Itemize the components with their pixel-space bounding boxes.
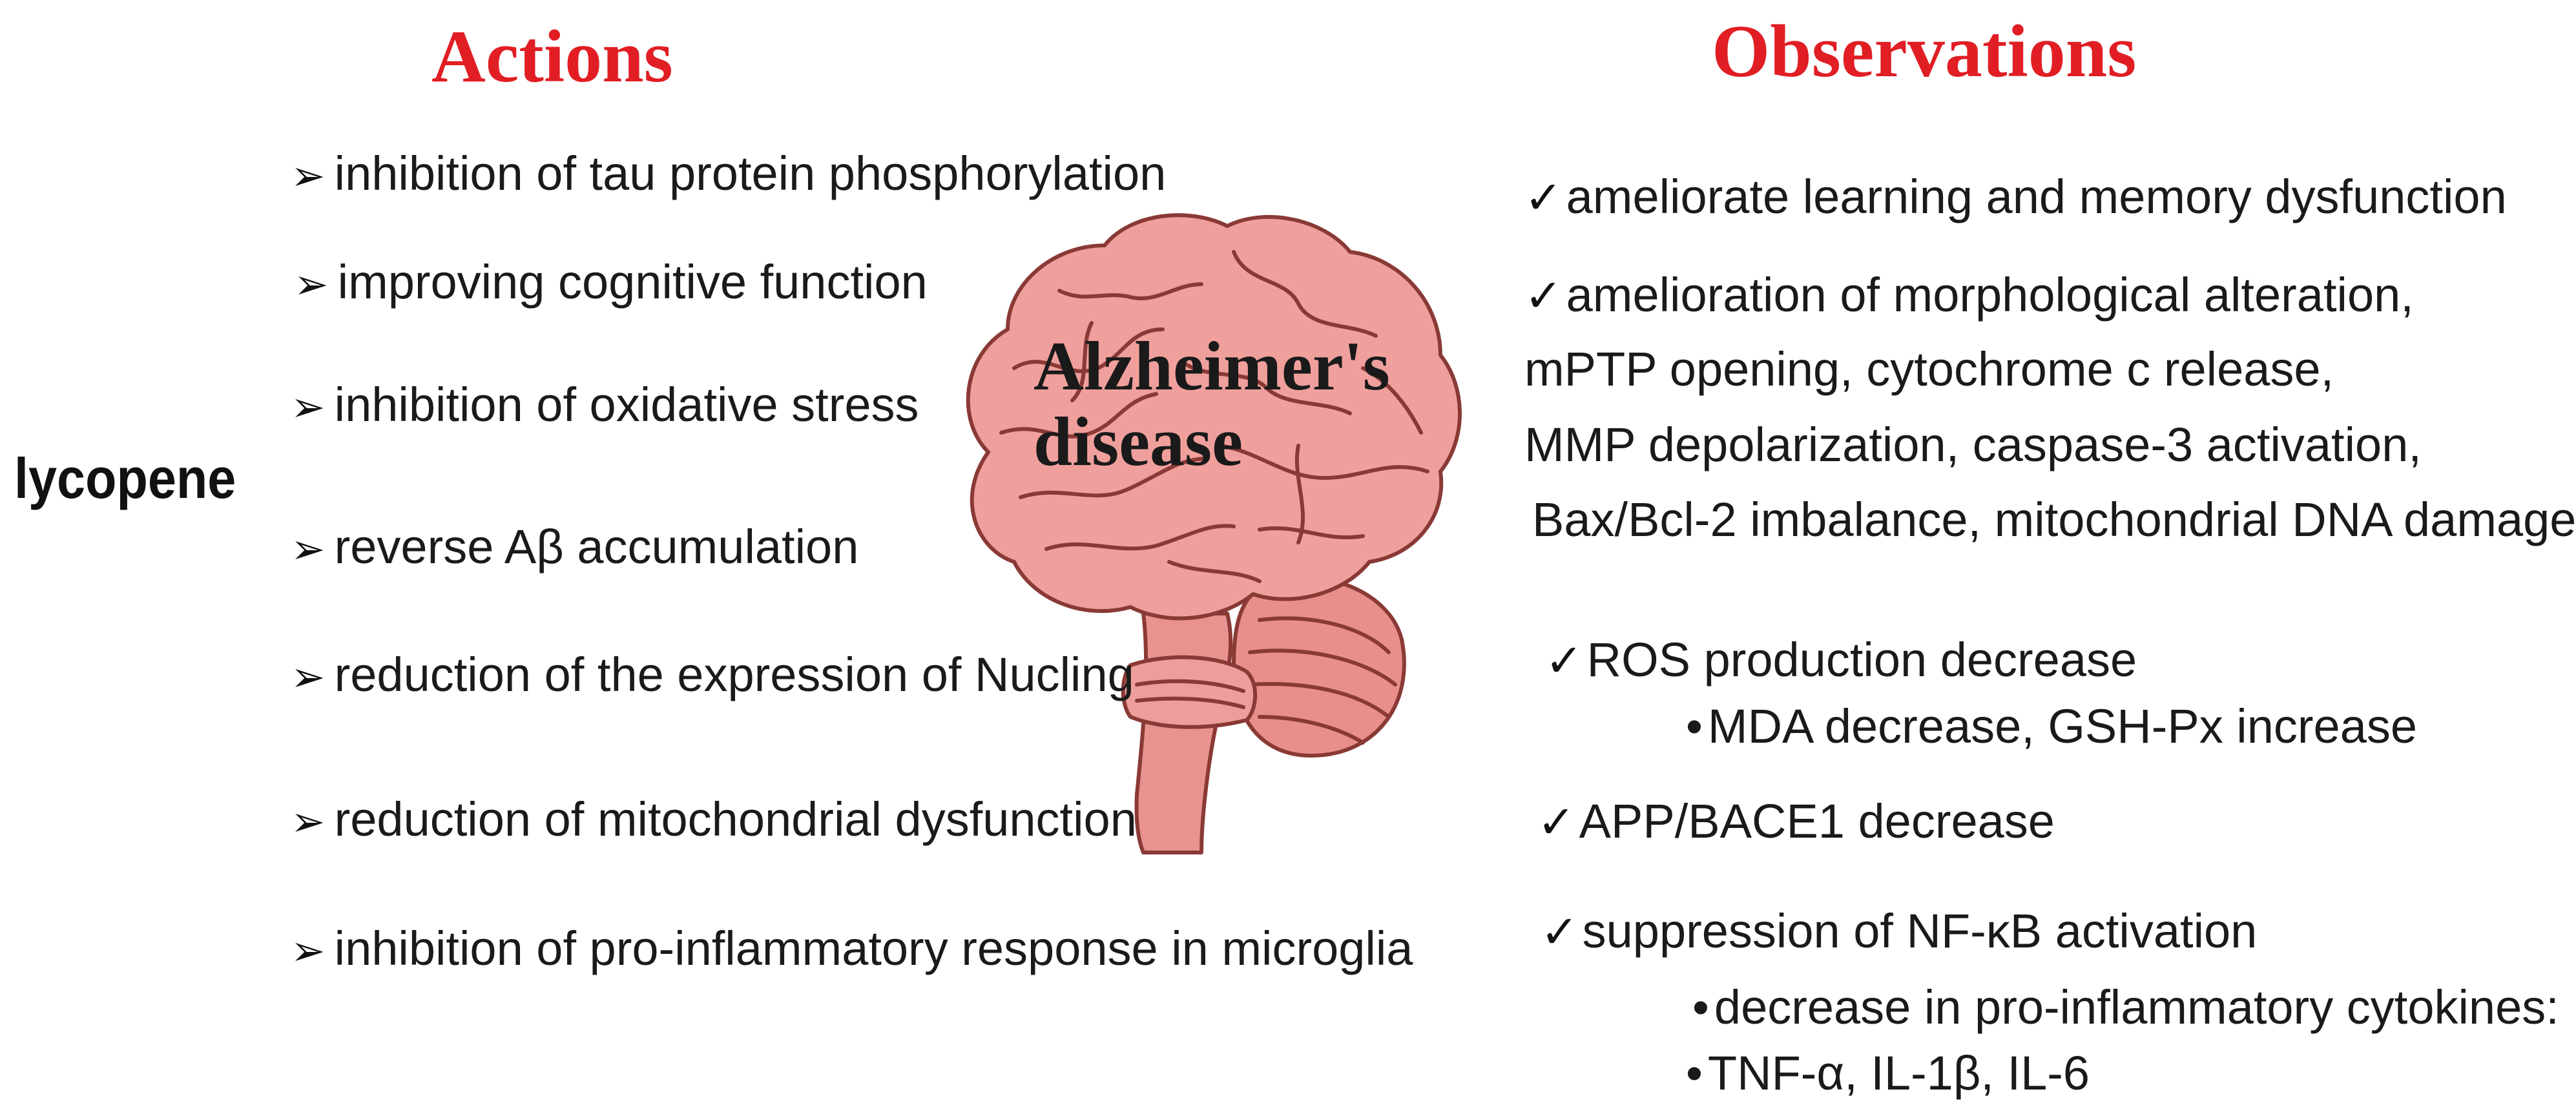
action-text: improving cognitive function <box>337 255 928 309</box>
observation-text: MMP depolarization, caspase-3 activation… <box>1524 418 2422 471</box>
observation-item: ✓ROS production decrease <box>1545 636 2137 684</box>
arrow-bullet-icon: ➢ <box>291 384 326 430</box>
observation-text: Bax/Bcl-2 imbalance, mitochondrial DNA d… <box>1532 493 2576 546</box>
check-icon: ✓ <box>1537 797 1575 847</box>
arrow-bullet-icon: ➢ <box>291 526 326 572</box>
disease-label: Alzheimer's disease <box>1034 328 1390 480</box>
arrow-bullet-icon: ➢ <box>291 654 326 700</box>
arrow-bullet-icon: ➢ <box>291 927 326 974</box>
action-text: inhibition of tau protein phosphorylatio… <box>334 147 1167 200</box>
action-item: ➢ improving cognitive function <box>294 258 928 306</box>
check-icon: ✓ <box>1545 636 1583 686</box>
action-item: ➢ inhibition of pro-inflammatory respons… <box>291 925 1413 973</box>
observation-subitem: •TNF-α, IL-1β, IL-6 <box>1686 1049 2090 1097</box>
observations-heading: Observations <box>1712 10 2137 93</box>
observation-text: amelioration of morphological alteration… <box>1566 268 2414 322</box>
observation-text: ameliorate learning and memory dysfuncti… <box>1566 170 2507 223</box>
observation-subitem: •MDA decrease, GSH-Px increase <box>1686 703 2417 750</box>
observation-item: ✓suppression of NF-κB activation <box>1541 907 2257 955</box>
action-item: ➢ inhibition of oxidative stress <box>291 381 919 429</box>
arrow-bullet-icon: ➢ <box>294 261 329 307</box>
action-text: reduction of the expression of Nucling <box>334 648 1134 701</box>
observation-line: MMP depolarization, caspase-3 activation… <box>1524 421 2422 469</box>
observation-subitem: •decrease in pro-inflammatory cytokines: <box>1692 984 2559 1031</box>
observation-item: ✓ameliorate learning and memory dysfunct… <box>1524 173 2507 221</box>
observation-text: decrease in pro-inflammatory cytokines: <box>1714 980 2559 1034</box>
observation-text: APP/BACE1 decrease <box>1579 794 2055 848</box>
arrow-bullet-icon: ➢ <box>291 152 326 199</box>
action-item: ➢ reduction of the expression of Nucling <box>291 651 1134 699</box>
brain-icon <box>966 213 1462 854</box>
observation-line: Bax/Bcl-2 imbalance, mitochondrial DNA d… <box>1532 496 2576 544</box>
observation-line: mPTP opening, cytochrome c release, <box>1524 346 2334 393</box>
action-item: ➢ inhibition of tau protein phosphorylat… <box>291 150 1166 198</box>
observation-text: mPTP opening, cytochrome c release, <box>1524 342 2334 396</box>
actions-heading: Actions <box>431 16 673 98</box>
action-text: inhibition of pro-inflammatory response … <box>334 922 1413 975</box>
dot-bullet-icon: • <box>1686 1046 1703 1100</box>
observation-text: suppression of NF-κB activation <box>1582 904 2258 958</box>
action-item: ➢ reduction of mitochondrial dysfunction <box>291 796 1137 843</box>
observation-text: TNF-α, IL-1β, IL-6 <box>1707 1046 2090 1100</box>
action-text: reverse Aβ accumulation <box>334 520 859 574</box>
check-icon: ✓ <box>1524 172 1563 223</box>
observation-text: ROS production decrease <box>1586 633 2137 687</box>
arrow-bullet-icon: ➢ <box>291 798 326 845</box>
check-icon: ✓ <box>1524 271 1563 321</box>
observation-text: MDA decrease, GSH-Px increase <box>1707 699 2417 753</box>
action-item: ➢ reverse Aβ accumulation <box>291 523 858 571</box>
agent-label: lycopene <box>14 446 236 510</box>
dot-bullet-icon: • <box>1692 980 1709 1034</box>
action-text: inhibition of oxidative stress <box>334 378 919 431</box>
action-text: reduction of mitochondrial dysfunction <box>334 792 1137 846</box>
check-icon: ✓ <box>1541 907 1579 957</box>
dot-bullet-icon: • <box>1686 699 1703 753</box>
observation-item: ✓amelioration of morphological alteratio… <box>1524 271 2414 319</box>
observation-item: ✓APP/BACE1 decrease <box>1537 798 2055 845</box>
